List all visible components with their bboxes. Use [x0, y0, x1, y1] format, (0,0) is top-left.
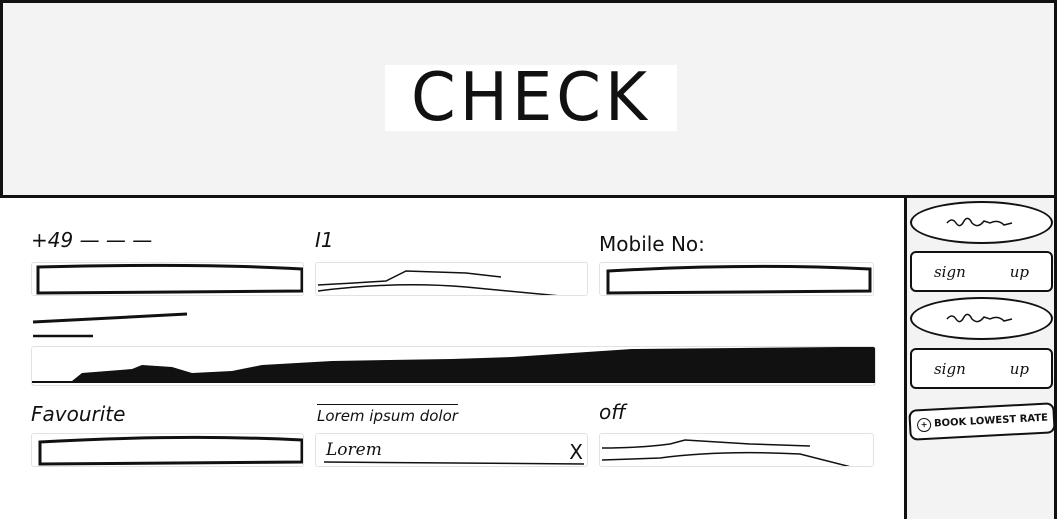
country-code-label: +49 — — —: [31, 228, 153, 252]
off-toggle-field[interactable]: [599, 433, 874, 467]
sidebar-oval-button-1[interactable]: [910, 201, 1053, 244]
slider-fill: [32, 347, 875, 385]
field-scribble: [317, 270, 558, 295]
field-scribble: [38, 435, 303, 466]
section-underline: [31, 310, 191, 340]
scribble-icon: [946, 313, 1013, 323]
header-banner: CHECK: [0, 0, 1057, 198]
mobile-number-label: Mobile No:: [599, 232, 705, 256]
field-scribble: [601, 439, 851, 466]
book-label: BOOK LOWEST RATE: [933, 412, 1049, 430]
favourite-label: Favourite: [31, 402, 126, 426]
logo-text: CHECK: [411, 59, 651, 137]
clear-icon[interactable]: X: [569, 440, 583, 464]
logo: CHECK: [385, 59, 677, 137]
full-width-slider[interactable]: [31, 346, 876, 386]
sidebar-oval-button-2[interactable]: [910, 297, 1053, 340]
sign-label: sign: [933, 262, 966, 281]
secondary-field[interactable]: [315, 262, 588, 296]
circle-plus-icon: +: [916, 417, 932, 432]
up-label: up: [1009, 359, 1029, 378]
field-scribble: [606, 264, 872, 295]
mobile-number-input[interactable]: [599, 262, 874, 296]
underline-scribble: [32, 312, 188, 338]
off-label: off: [599, 400, 626, 424]
lorem-input[interactable]: Lorem X: [315, 433, 588, 467]
phone-prefix-field[interactable]: [31, 262, 304, 296]
scribble-icon: [946, 217, 1013, 227]
field-scribble: [36, 263, 303, 295]
form-area: +49 — — — I1 Mobile No: Favourite Lorem …: [0, 198, 904, 519]
lorem-label: Lorem ipsum dolor: [317, 404, 458, 425]
field-underline: [323, 461, 585, 465]
sign-label: sign: [933, 359, 966, 378]
sidebar-signup-button-1[interactable]: sign up: [910, 251, 1053, 292]
sidebar-signup-button-2[interactable]: sign up: [910, 348, 1053, 389]
book-lowest-rate-button[interactable]: + BOOK LOWEST RATE: [908, 402, 1056, 441]
up-label: up: [1009, 262, 1029, 281]
favourite-field[interactable]: [31, 433, 304, 467]
secondary-field-label: I1: [315, 228, 334, 252]
sidebar: sign up sign up + BOOK LOWEST RATE: [904, 195, 1057, 519]
lorem-input-value: Lorem: [326, 440, 382, 460]
